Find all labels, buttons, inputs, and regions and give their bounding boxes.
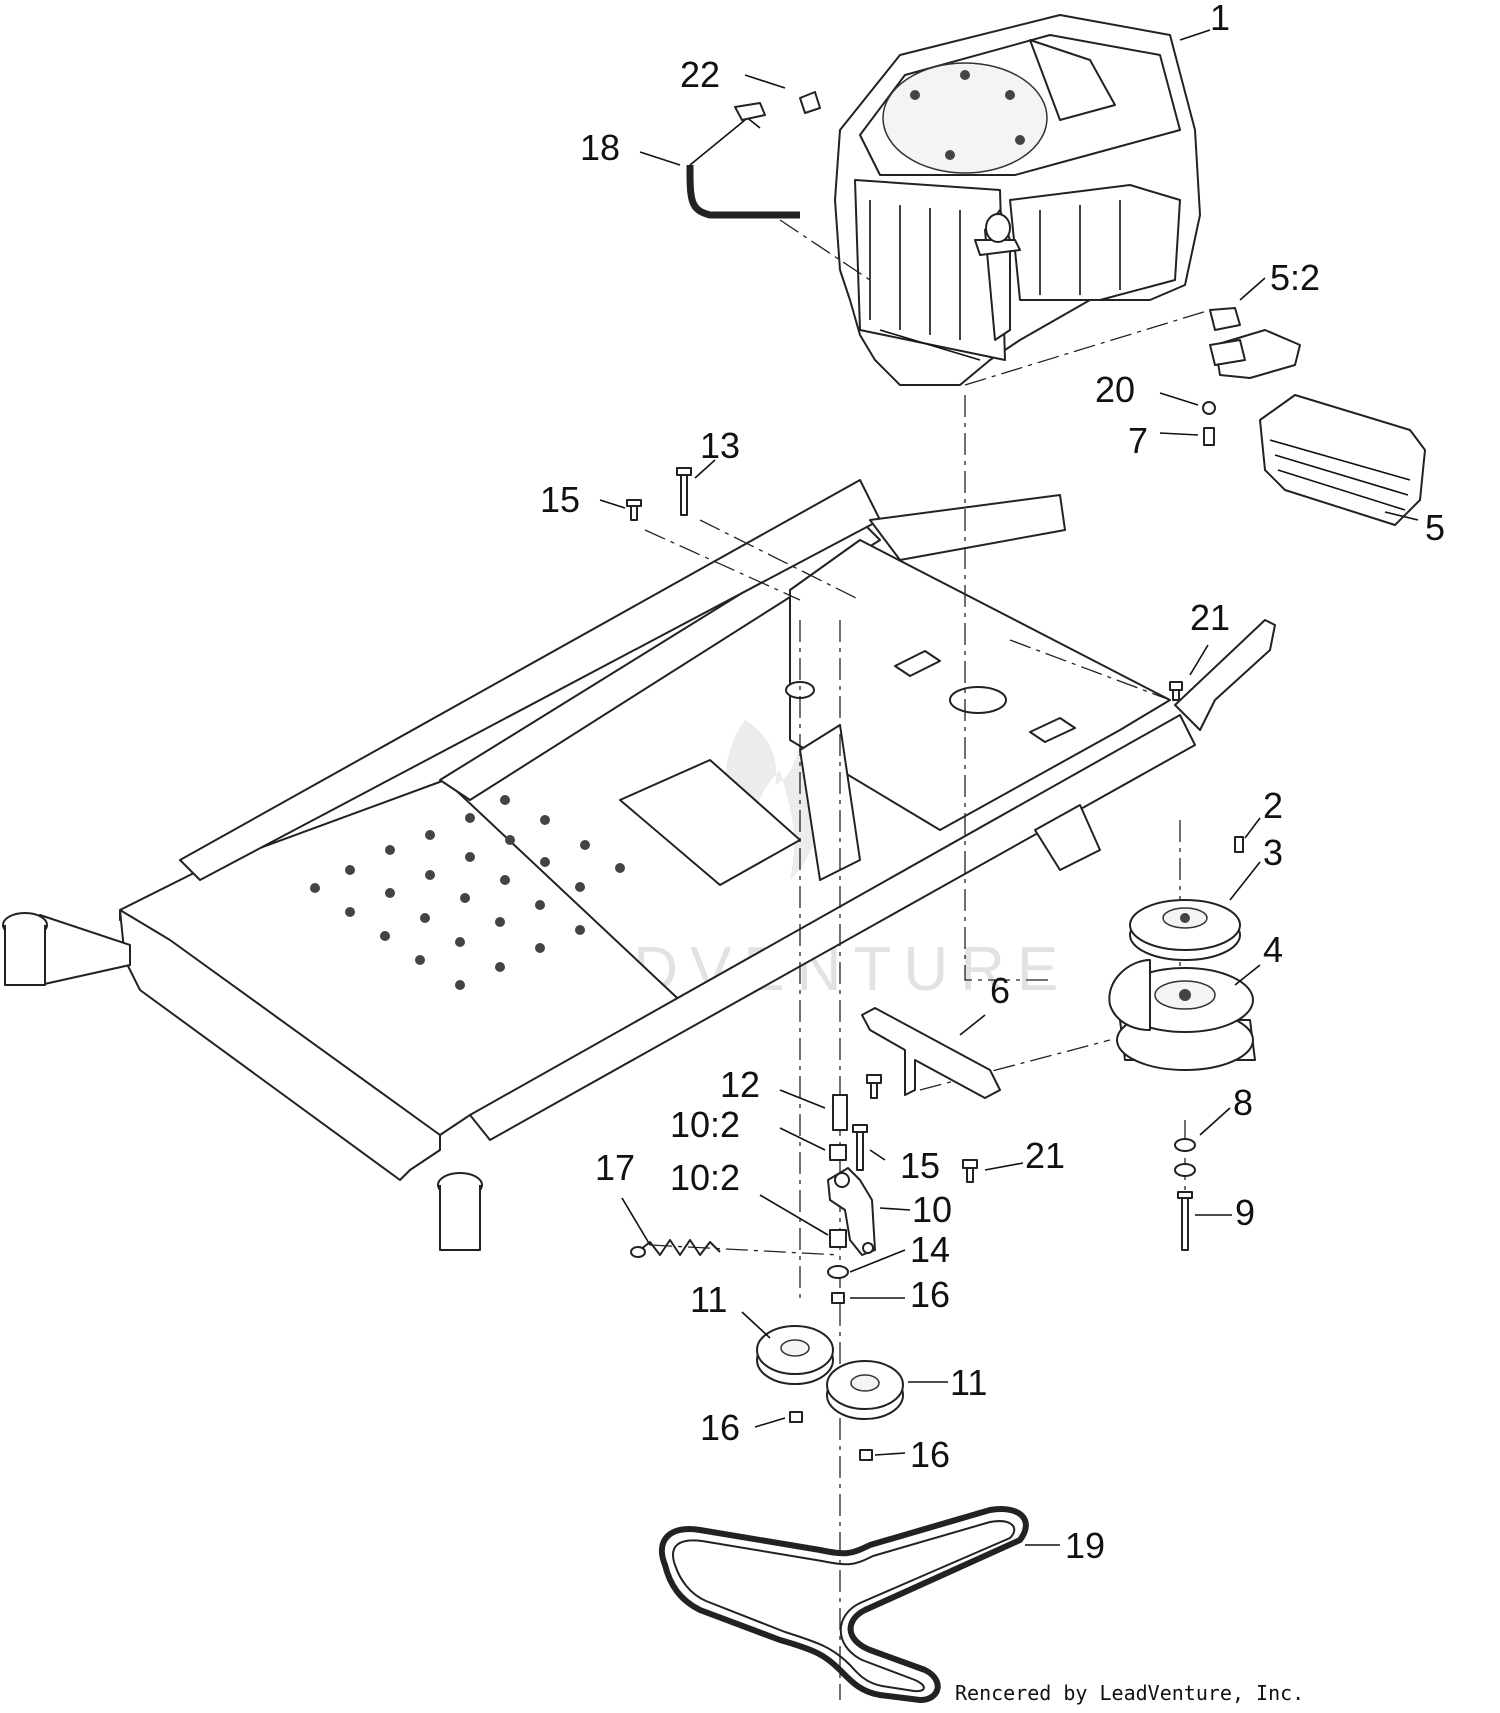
callout-18: 18	[580, 127, 620, 168]
callout-2: 2	[1263, 785, 1283, 826]
render-credit: Rencered by LeadVenture, Inc.	[955, 1681, 1304, 1705]
callout-16-left: 16	[700, 1407, 740, 1448]
fuel-line	[686, 91, 821, 219]
engine	[834, 14, 1201, 386]
callout-5-2: 5:2	[1270, 257, 1320, 298]
callout-labels: 1 22 18 5:2 20 7 13 15 5 21 2 3 4 6 12 1…	[540, 0, 1445, 1566]
frame	[2, 479, 1276, 1251]
callout-10: 10	[912, 1189, 952, 1230]
callout-16-top: 16	[910, 1274, 950, 1315]
foot-plate-holes	[310, 795, 625, 990]
callout-10-2-bottom: 10:2	[670, 1157, 740, 1198]
callout-15-bottom: 15	[900, 1145, 940, 1186]
callout-3: 3	[1263, 832, 1283, 873]
callout-8: 8	[1233, 1082, 1253, 1123]
callout-9: 9	[1235, 1192, 1255, 1233]
hardware	[626, 467, 1256, 1703]
callout-1: 1	[1210, 0, 1230, 38]
callout-21-bottom: 21	[1025, 1135, 1065, 1176]
callout-19: 19	[1065, 1525, 1105, 1566]
callout-16-right: 16	[910, 1434, 950, 1475]
callout-10-2-top: 10:2	[670, 1104, 740, 1145]
callout-5: 5	[1425, 507, 1445, 548]
muffler	[1202, 307, 1426, 526]
callout-12: 12	[720, 1064, 760, 1105]
callout-11-bottom: 11	[950, 1362, 987, 1403]
callout-14: 14	[910, 1229, 950, 1270]
callout-6: 6	[990, 970, 1010, 1011]
leader-lines	[599, 29, 1419, 1546]
callout-17: 17	[595, 1147, 635, 1188]
callout-15-top: 15	[540, 479, 580, 520]
callout-11-top: 11	[690, 1279, 727, 1320]
callout-22: 22	[680, 54, 720, 95]
callout-13: 13	[700, 425, 740, 466]
callout-4: 4	[1263, 929, 1283, 970]
callout-20: 20	[1095, 369, 1135, 410]
callout-21-top: 21	[1190, 597, 1230, 638]
callout-7: 7	[1128, 420, 1148, 461]
